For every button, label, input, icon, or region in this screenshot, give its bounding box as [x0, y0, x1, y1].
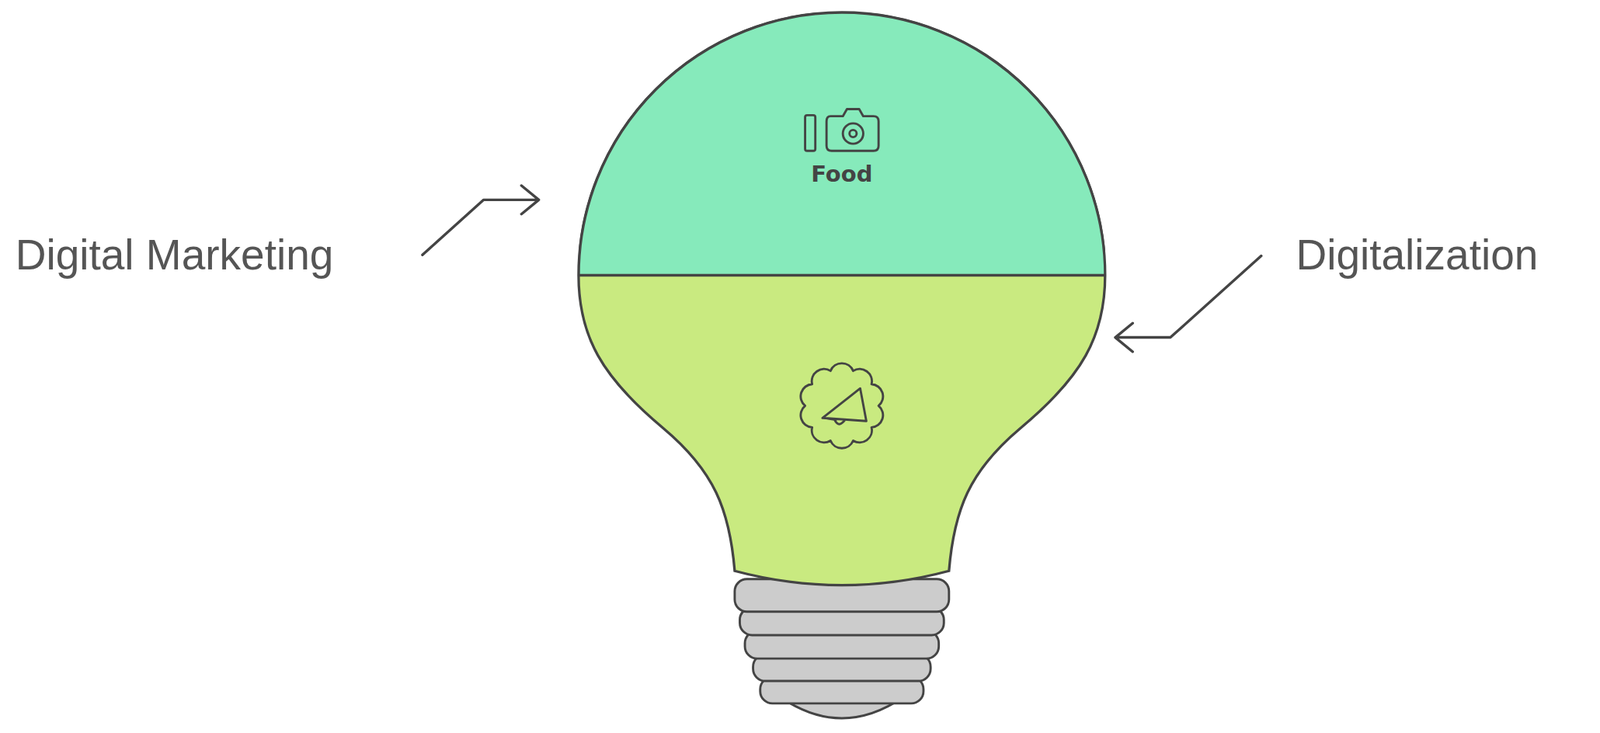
bulb-upper-half: Food [578, 12, 1106, 276]
gear-megaphone-icon [800, 363, 884, 449]
callout-label: Digitalization [1295, 233, 1538, 277]
node-text: Food [578, 163, 1106, 186]
bulb-divider [578, 274, 1106, 277]
camera-lens-inner [849, 129, 857, 137]
half-bulb-outline [578, 12, 1106, 276]
camera-icon [805, 108, 880, 151]
bulb-lower-half [578, 12, 1106, 586]
callout-label: Digital Marketing [15, 233, 334, 277]
megaphone [822, 388, 867, 421]
half-bulb-shape [578, 12, 1106, 276]
megaphone-handle [834, 420, 846, 425]
camera-body [826, 108, 879, 151]
leader-arrow [422, 185, 540, 255]
camera-side-bar [805, 114, 816, 151]
leader-arrows [422, 185, 1262, 352]
camera-lens [842, 123, 863, 144]
leader-arrow [1115, 256, 1262, 352]
gear-outline [800, 363, 884, 449]
bulb-base [734, 579, 950, 719]
